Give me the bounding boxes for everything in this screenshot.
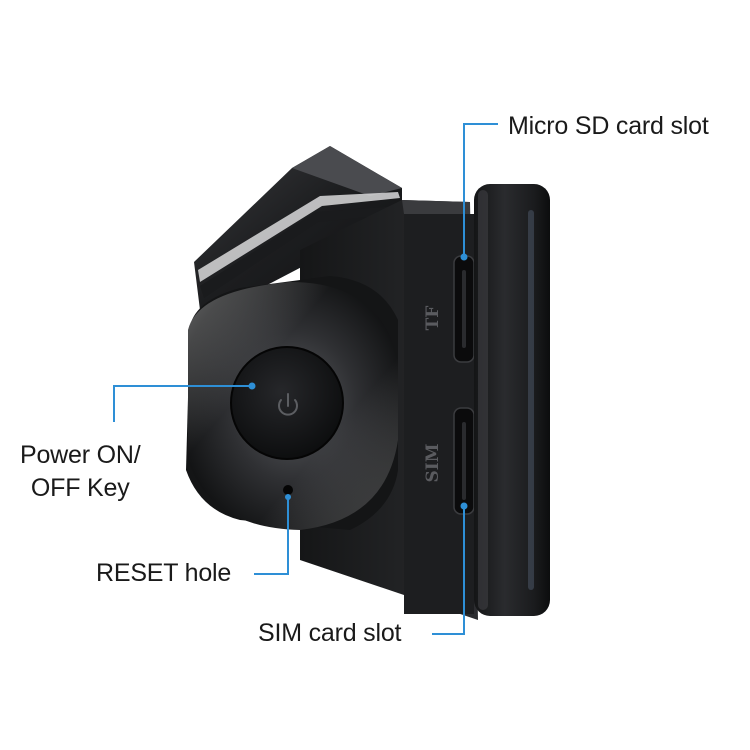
tf-slot-label: TF (423, 306, 443, 331)
microsd-callout-label: Micro SD card slot (508, 112, 709, 140)
callout-lines (113, 123, 498, 635)
power-button[interactable] (230, 346, 344, 460)
callout-dot-sim (460, 502, 468, 510)
callout-dot-power (248, 382, 256, 390)
callout-dots (248, 253, 468, 510)
callout-dot-reset (285, 494, 291, 500)
reset-hole[interactable] (283, 485, 293, 495)
callout-dot-microsd (460, 253, 468, 261)
callout-line-sim (432, 506, 465, 635)
power-callout-line2: OFF Key (30, 474, 130, 502)
sim-slot-label: SIM (423, 443, 443, 482)
callout-line-microsd (463, 123, 498, 256)
callout-line-reset (254, 496, 289, 575)
sim-callout-label: SIM card slot (258, 619, 402, 647)
power-callout-label: Power ON/ OFF Key (20, 439, 141, 505)
power-icon (278, 393, 298, 416)
screen-bezel (474, 184, 550, 616)
slot-panel: TF SIM (404, 214, 475, 614)
callout-line-power (113, 385, 252, 422)
power-callout-line1: Power ON/ (20, 441, 141, 469)
reset-callout-label: RESET hole (96, 559, 232, 587)
